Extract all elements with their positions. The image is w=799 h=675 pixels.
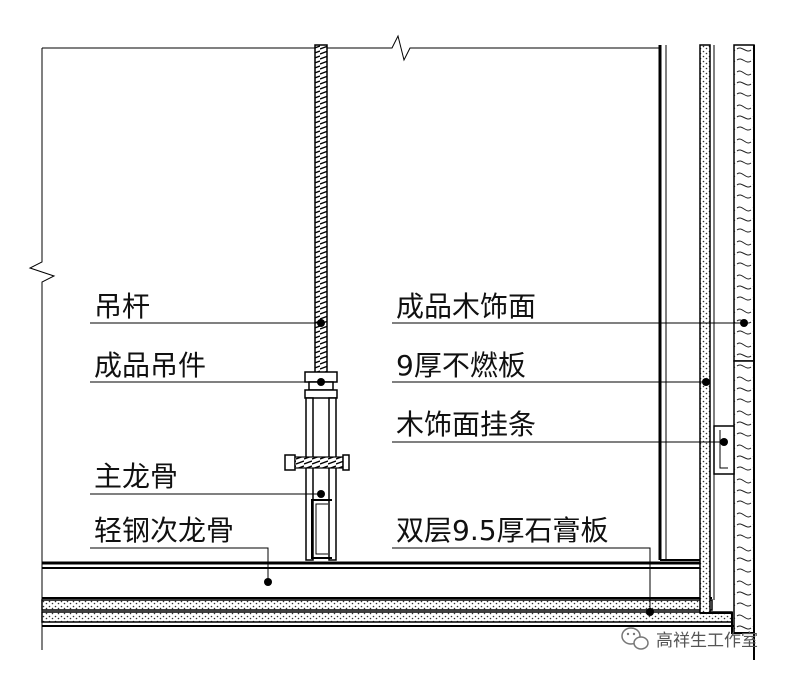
hanger-rod [314,44,328,391]
hanger-fitting [284,371,350,561]
label-fire-board: 9厚不燃板 [396,349,526,382]
watermark: 高祥生工作室 [621,627,758,651]
label-gypsum-board: 双层9.5厚石膏板 [396,514,609,547]
main-keel [311,499,332,559]
ceiling-layers [41,561,752,627]
label-main-keel: 主龙骨 [94,460,178,493]
label-hanger-rod: 吊杆 [94,290,150,323]
label-light-steel-sub-keel: 轻钢次龙骨 [94,514,234,547]
label-wood-hanging-strip: 木饰面挂条 [396,408,536,441]
label-hanger-fitting: 成品吊件 [94,349,206,382]
watermark-text: 高祥生工作室 [656,631,758,651]
leaders [90,319,748,616]
slab-outline [28,34,660,650]
wall-build-up [658,44,755,660]
wechat-icon [621,627,649,650]
label-wood-finish: 成品木饰面 [396,290,536,323]
